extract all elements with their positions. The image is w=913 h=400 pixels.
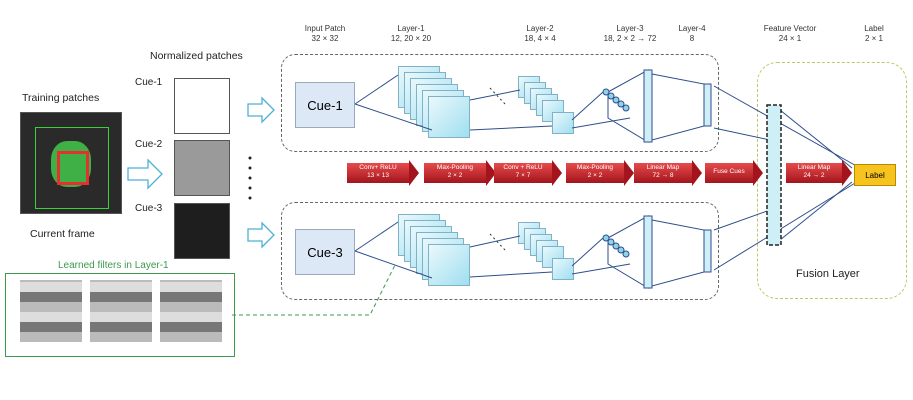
op-fuse-cues: Fuse Cues: [705, 160, 763, 186]
current-frame-image: [20, 112, 122, 214]
normalized-patches-label: Normalized patches: [150, 50, 243, 62]
current-frame-label: Current frame: [30, 228, 95, 240]
cue-2-label: Cue-2: [135, 139, 163, 150]
cue-3-input-box: Cue-3: [295, 229, 355, 275]
training-patches-label: Training patches: [22, 92, 100, 104]
cue-3-patch: [174, 203, 230, 259]
cue-1-input-box: Cue-1: [295, 82, 355, 128]
label-output-box: Label: [854, 164, 896, 186]
cue-1-network-panel: [281, 54, 719, 152]
cue-3-label: Cue-3: [135, 203, 163, 214]
fusion-layer-label: Fusion Layer: [796, 268, 860, 280]
filter-group-2: [90, 280, 152, 342]
filter-group-1: [20, 280, 82, 342]
cue-1-patch: [174, 78, 230, 134]
learned-filters-label: Learned filters in Layer-1: [58, 260, 169, 271]
filter-group-3: [160, 280, 222, 342]
cue-2-patch: [174, 140, 230, 196]
cue-1-label: Cue-1: [135, 77, 163, 88]
cue-3-network-panel: [281, 202, 719, 300]
